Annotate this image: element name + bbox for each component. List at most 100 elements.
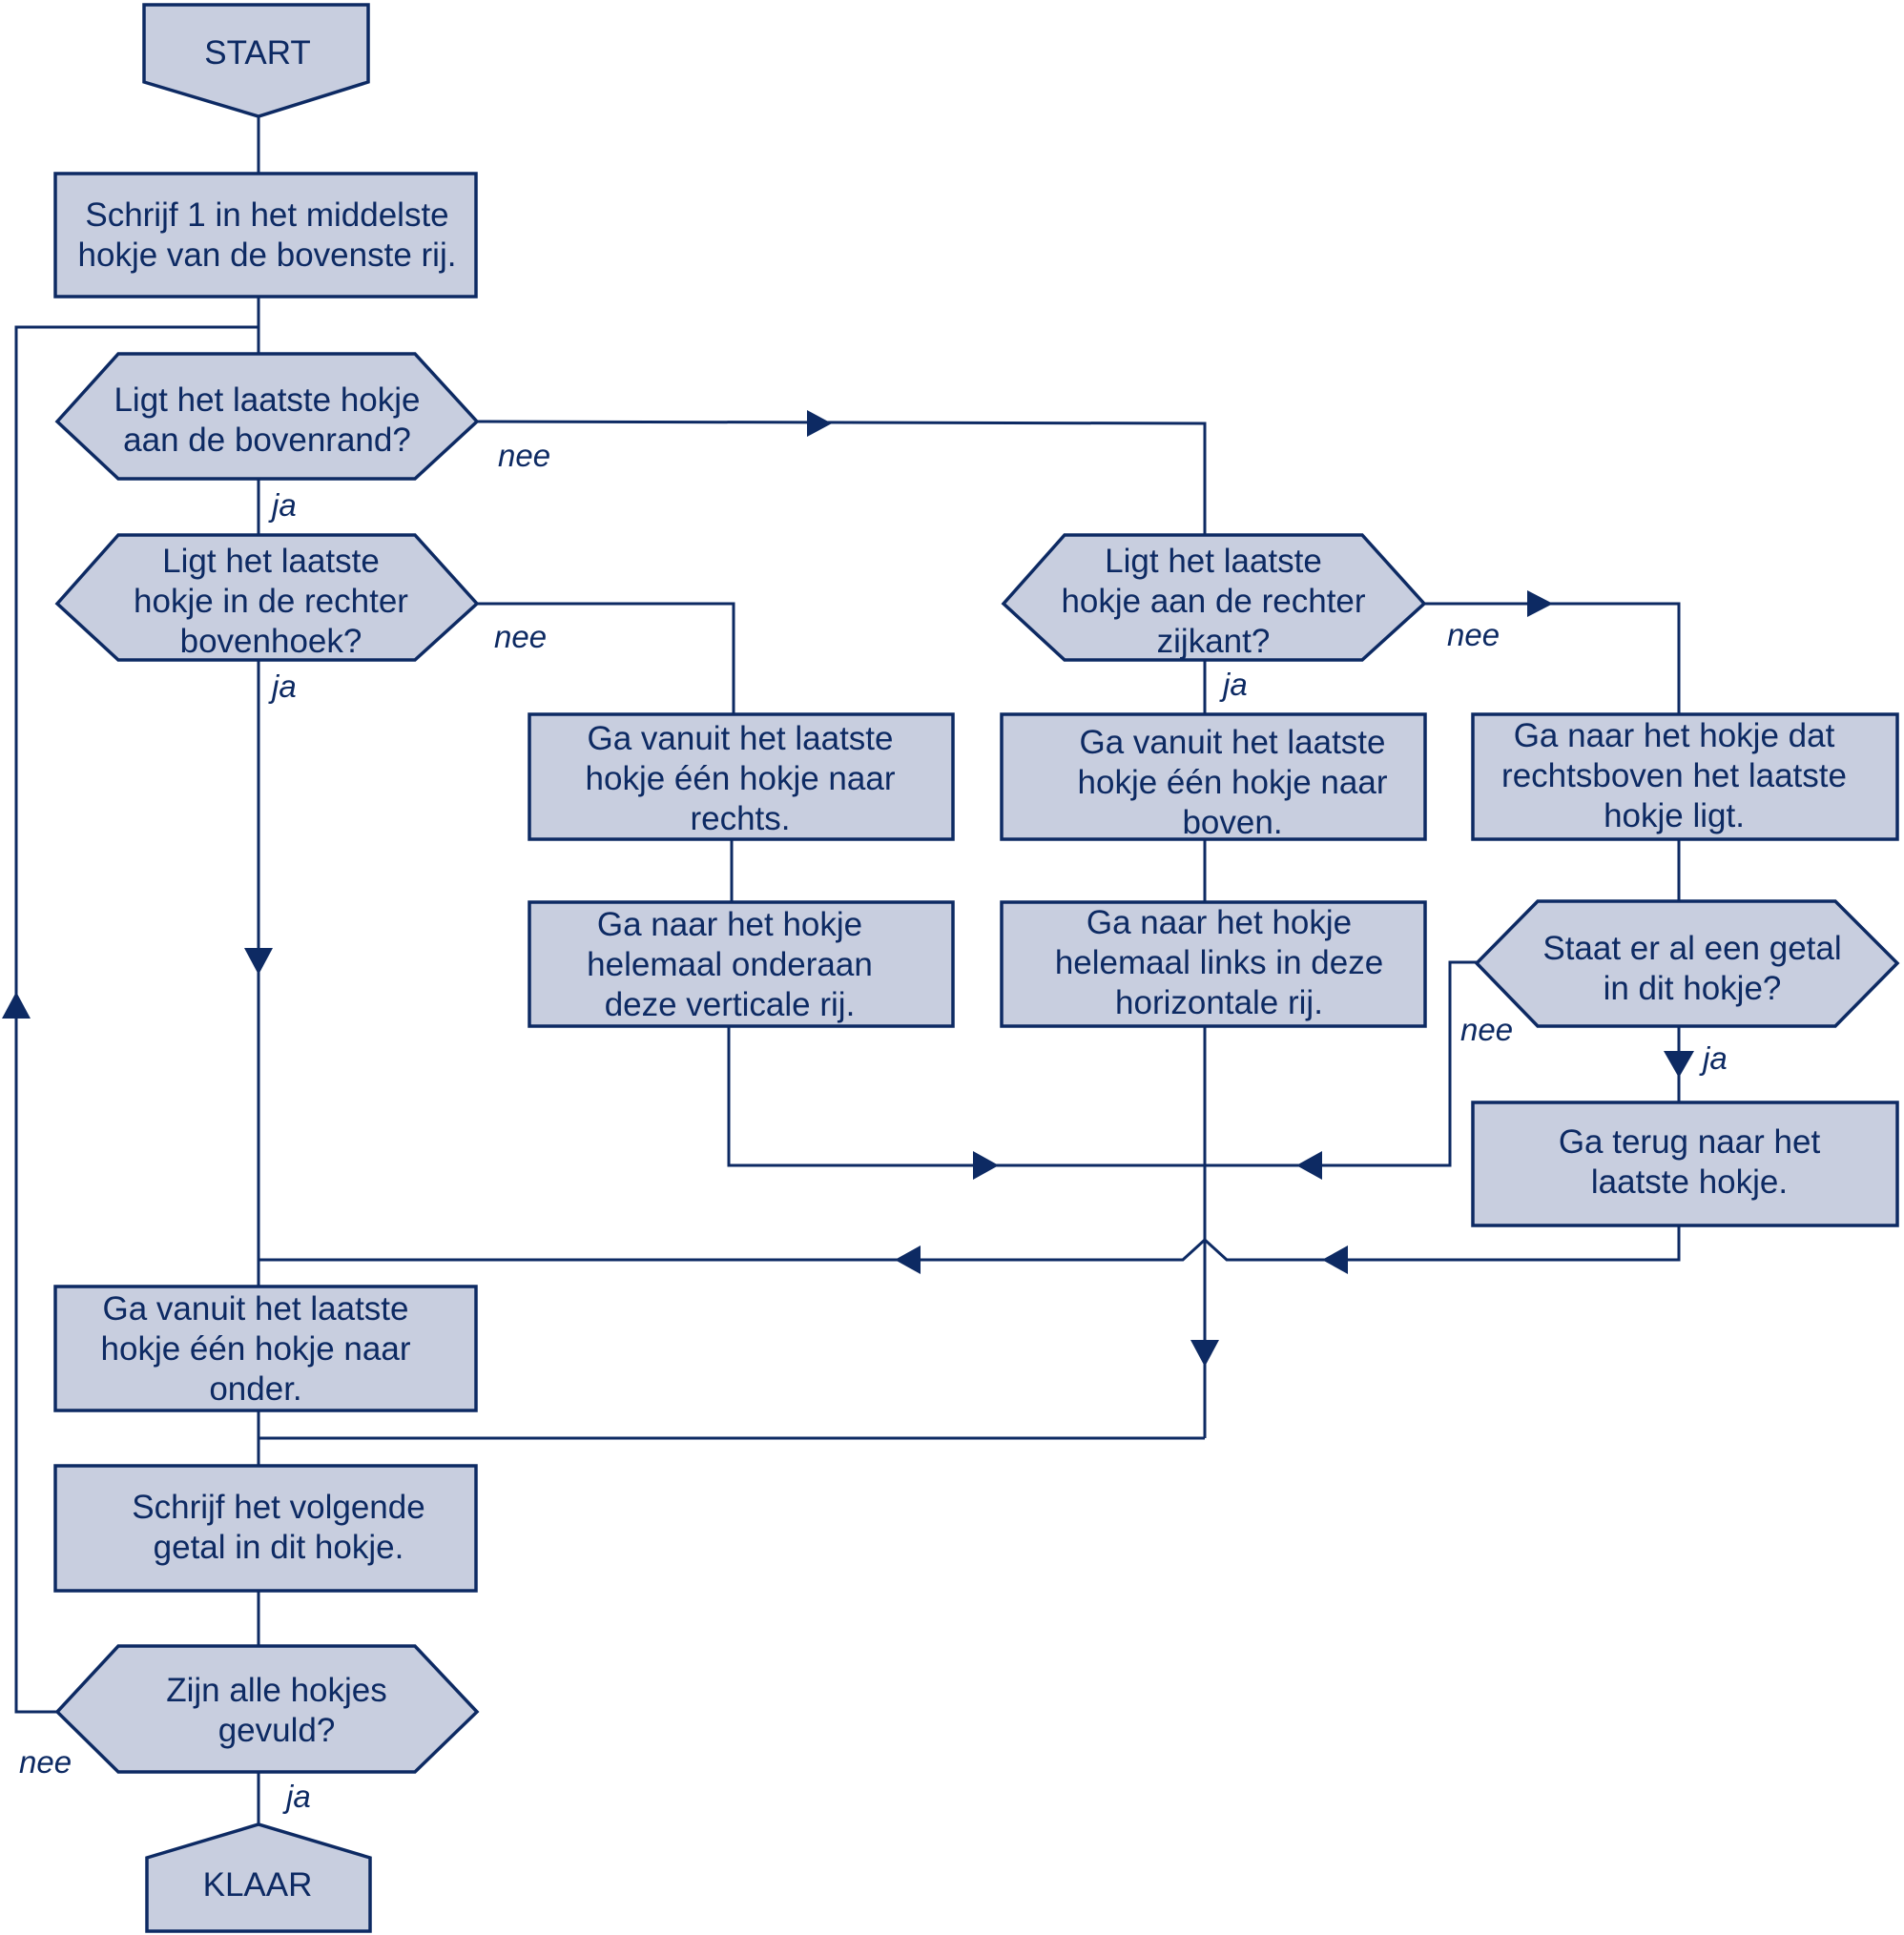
node-text-line: aan de bovenrand? xyxy=(123,422,411,459)
node-text-line: bovenhoek? xyxy=(180,623,362,660)
connector-q-right-side-no xyxy=(1424,602,1681,714)
node-text-line: Ga naar het hokje xyxy=(1087,904,1352,941)
connector-q-top-edge-no xyxy=(476,420,1207,535)
node-text-line: onder. xyxy=(209,1370,301,1408)
node-text-line: Ligt het laatste hokje xyxy=(114,381,420,419)
arrow-up-loop xyxy=(2,992,31,1019)
connector-go-back-return xyxy=(259,1225,1681,1262)
node-text-line: Ga vanuit het laatste xyxy=(102,1290,408,1328)
node-text-line: deze verticale rij. xyxy=(605,986,856,1023)
label-top-edge-yes: ja xyxy=(268,487,297,523)
node-text-line: Ga terug naar het xyxy=(1559,1123,1821,1161)
arrow-left-return-2 xyxy=(1322,1245,1348,1274)
node-text-line: laatste hokje. xyxy=(1591,1163,1788,1201)
node-text-line: Ligt het laatste xyxy=(162,543,380,580)
node-text-line: hokje ligt. xyxy=(1604,797,1745,834)
node-text-line: hokje van de bovenste rij. xyxy=(78,237,457,274)
node-start: START xyxy=(142,3,370,118)
node-text-line: Ga naar het hokje dat xyxy=(1514,717,1835,754)
node-text-line: hokje één hokje naar xyxy=(1078,764,1388,801)
node-end: KLAAR xyxy=(145,1822,372,1933)
node-text-line: helemaal onderaan xyxy=(587,946,873,983)
node-start-text: START xyxy=(204,34,311,72)
arrow-left-return-1 xyxy=(895,1245,921,1274)
node-text-line: Ga naar het hokje xyxy=(597,906,862,943)
connector-q-corner-no xyxy=(477,602,735,714)
arrow-down-has-number-yes xyxy=(1664,1051,1694,1078)
node-text-line: gevuld? xyxy=(218,1712,336,1749)
node-text-line: Staat er al een getal xyxy=(1542,930,1841,967)
edge-labels: nee ja nee ja nee ja nee ja nee ja xyxy=(19,438,1728,1814)
node-text-line: Schrijf 1 in het middelste xyxy=(85,196,448,234)
arrowheads xyxy=(2,410,1694,1367)
node-text-line: zijkant? xyxy=(1157,623,1271,660)
label-corner-yes: ja xyxy=(268,669,297,704)
label-right-side-no: nee xyxy=(1447,617,1500,652)
connector-go-bottom-col-to-merge xyxy=(727,1026,1205,1167)
label-top-edge-no: nee xyxy=(498,438,550,473)
label-all-filled-no: nee xyxy=(19,1744,72,1780)
node-text-line: getal in dit hokje. xyxy=(154,1529,404,1566)
label-corner-no: nee xyxy=(494,619,547,654)
connector-q-all-filled-no-loop xyxy=(14,325,259,1714)
node-text-line: Ligt het laatste xyxy=(1105,543,1322,580)
node-text-line: Schrijf het volgende xyxy=(132,1489,424,1526)
node-text-line: START xyxy=(204,34,311,72)
node-text-line: hokje in de rechter xyxy=(134,583,408,620)
node-text-line: Ga vanuit het laatste xyxy=(1079,724,1385,761)
node-text-line: boven. xyxy=(1182,804,1282,841)
node-text-line: horizontale rij. xyxy=(1115,984,1323,1021)
label-all-filled-yes: ja xyxy=(282,1779,311,1814)
node-text-line: helemaal links in deze xyxy=(1055,944,1383,981)
connector-q-has-number-no xyxy=(1205,960,1477,1167)
arrow-right-right-side-no xyxy=(1527,590,1553,617)
node-text-line: rechts. xyxy=(690,800,790,837)
arrow-left-merge xyxy=(1296,1151,1322,1180)
node-text-line: hokje één hokje naar xyxy=(101,1330,411,1368)
arrow-down-merge xyxy=(1190,1340,1219,1367)
label-right-side-yes: ja xyxy=(1219,667,1248,702)
node-text-line: Ga vanuit het laatste xyxy=(587,720,893,757)
node-text-line: in dit hokje? xyxy=(1604,970,1782,1007)
label-has-number-yes: ja xyxy=(1699,1040,1728,1076)
node-text-line: Zijn alle hokjes xyxy=(166,1672,387,1709)
node-end-text: KLAAR xyxy=(203,1866,313,1904)
node-text-line: hokje aan de rechter xyxy=(1061,583,1365,620)
arrow-right-top-edge-no xyxy=(807,410,832,437)
arrow-down-corner-yes xyxy=(244,948,273,975)
node-text-line: hokje één hokje naar xyxy=(586,760,896,797)
node-text-line: rechtsboven het laatste xyxy=(1501,757,1847,794)
label-has-number-no: nee xyxy=(1460,1012,1513,1047)
node-text-line: KLAAR xyxy=(203,1866,313,1904)
arrow-right-merge xyxy=(973,1151,999,1180)
